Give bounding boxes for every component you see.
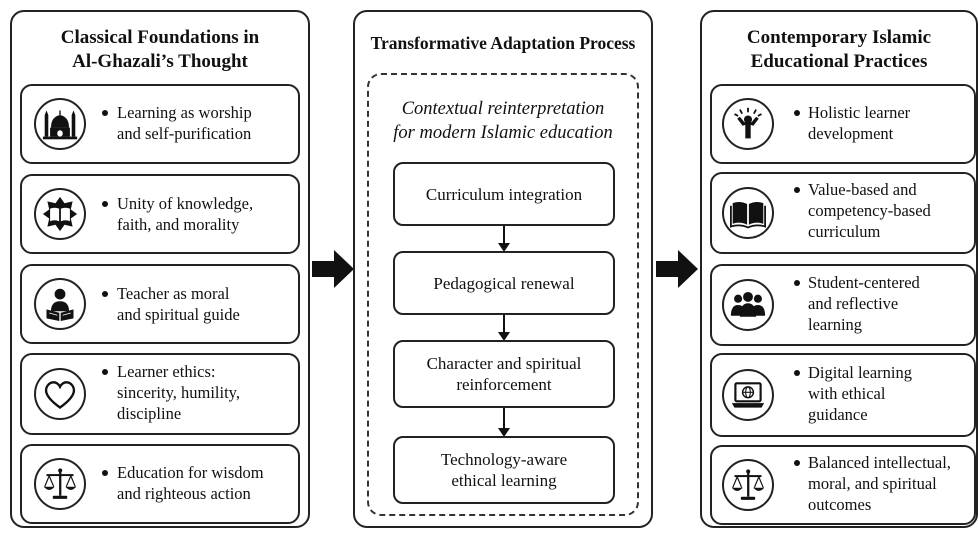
process-step: Technology-aware ethical learning bbox=[393, 436, 615, 504]
item-text-line: with ethical bbox=[808, 384, 886, 403]
item-text-line: learning bbox=[808, 315, 863, 334]
right-item-text: Balanced intellectual, moral, and spiritu… bbox=[808, 452, 951, 515]
left-panel: Classical Foundations in Al-Ghazali’s Th… bbox=[10, 10, 310, 528]
left-item-text: Education for wisdom and righteous action bbox=[117, 462, 264, 504]
item-text-line: Education for wisdom bbox=[117, 463, 264, 482]
item-text-line: Learner ethics: bbox=[117, 362, 216, 381]
left-panel-title: Classical Foundations in Al-Ghazali’s Th… bbox=[12, 26, 308, 74]
learner-growth-icon bbox=[722, 98, 774, 150]
bullet-dot bbox=[102, 110, 108, 116]
item-text-line: guidance bbox=[808, 405, 868, 424]
scales-icon bbox=[722, 459, 774, 511]
down-arrow-icon bbox=[498, 408, 510, 437]
middle-panel: Transformative Adaptation Process Contex… bbox=[353, 10, 653, 528]
left-item-text: Teacher as moral and spiritual guide bbox=[117, 283, 240, 325]
item-text-line: and spiritual guide bbox=[117, 305, 240, 324]
right-title-line-1: Contemporary Islamic bbox=[746, 27, 932, 48]
bullet-dot bbox=[794, 460, 800, 466]
right-item-card: Balanced intellectual, moral, and spiritu… bbox=[710, 445, 976, 525]
left-title-line-2: Al-Ghazali’s Thought bbox=[72, 51, 248, 72]
item-text-line: curriculum bbox=[808, 222, 881, 241]
process-step-text: Curriculum integration bbox=[426, 184, 582, 205]
bullet-dot bbox=[102, 470, 108, 476]
process-step-text: Technology-aware ethical learning bbox=[441, 449, 567, 491]
open-book-icon bbox=[34, 188, 86, 240]
laptop-globe-icon bbox=[722, 369, 774, 421]
item-text-line: Student-centered bbox=[808, 273, 920, 292]
item-text-line: Value-based and bbox=[808, 180, 917, 199]
right-item-text: Digital learning with ethical guidance bbox=[808, 362, 912, 425]
item-text-line: Unity of knowledge, bbox=[117, 194, 254, 213]
right-item-card: Holistic learner development bbox=[710, 84, 976, 164]
process-step: Pedagogical renewal bbox=[393, 251, 615, 315]
bullet-dot bbox=[794, 370, 800, 376]
right-arrow-icon bbox=[656, 250, 698, 288]
step-text-line: Curriculum integration bbox=[425, 184, 583, 204]
scales-icon bbox=[34, 458, 86, 510]
group-icon bbox=[722, 279, 774, 331]
left-item-text: Unity of knowledge, faith, and morality bbox=[117, 193, 253, 235]
right-panel-title: Contemporary Islamic Educational Practic… bbox=[702, 26, 976, 74]
item-text-line: discipline bbox=[117, 404, 182, 423]
item-text-line: Learning as worship bbox=[117, 103, 252, 122]
step-text-line: Pedagogical renewal bbox=[433, 273, 575, 293]
step-text-line: reinforcement bbox=[456, 375, 552, 394]
bullet-dot bbox=[102, 201, 108, 207]
item-text-line: Teacher as moral bbox=[117, 284, 230, 303]
right-panel: Contemporary Islamic Educational Practic… bbox=[700, 10, 978, 528]
process-step-text: Character and spiritual reinforcement bbox=[427, 353, 582, 395]
bullet-dot bbox=[794, 110, 800, 116]
right-item-card: Student-centered and reflective learning bbox=[710, 264, 976, 346]
item-text-line: sincerity, humility, bbox=[117, 383, 240, 402]
bullet-dot bbox=[794, 280, 800, 286]
adaptation-process-box: Contextual reinterpretation for modern I… bbox=[367, 73, 639, 516]
item-text-line: Holistic learner bbox=[808, 103, 911, 122]
item-text-line: faith, and morality bbox=[117, 215, 240, 234]
left-item-card: Learning as worship and self-purification bbox=[20, 84, 300, 164]
step-text-line: Technology-aware bbox=[440, 450, 568, 469]
item-text-line: competency-based bbox=[808, 201, 931, 220]
right-item-text: Value-based and competency-based curriculu… bbox=[808, 179, 931, 242]
bullet-dot bbox=[102, 291, 108, 297]
item-text-line: moral, and spiritual bbox=[808, 474, 937, 493]
right-item-text: Student-centered and reflective learning bbox=[808, 272, 920, 335]
down-arrow-icon bbox=[498, 226, 510, 252]
right-item-text: Holistic learner development bbox=[808, 102, 910, 144]
subtitle-line-2: for modern Islamic education bbox=[393, 123, 613, 143]
process-subtitle: Contextual reinterpretation for modern I… bbox=[369, 97, 637, 145]
item-text-line: and reflective bbox=[808, 294, 899, 313]
item-text-line: development bbox=[808, 124, 894, 143]
book-icon bbox=[722, 187, 774, 239]
process-step: Curriculum integration bbox=[393, 162, 615, 226]
item-text-line: outcomes bbox=[808, 495, 872, 514]
right-title-line-2: Educational Practices bbox=[750, 51, 928, 72]
step-text-line: ethical learning bbox=[451, 471, 557, 490]
left-item-card: Education for wisdom and righteous action bbox=[20, 444, 300, 524]
middle-panel-title: Transformative Adaptation Process bbox=[370, 33, 636, 53]
right-item-card: Digital learning with ethical guidance bbox=[710, 353, 976, 437]
left-item-card: Unity of knowledge, faith, and morality bbox=[20, 174, 300, 254]
teacher-reading-icon bbox=[34, 278, 86, 330]
left-item-text: Learning as worship and self-purification bbox=[117, 102, 252, 144]
left-item-card: Teacher as moral and spiritual guide bbox=[20, 264, 300, 344]
left-item-card: Learner ethics: sincerity, humility, disci… bbox=[20, 353, 300, 435]
left-item-text: Learner ethics: sincerity, humility, disci… bbox=[117, 361, 240, 424]
item-text-line: and righteous action bbox=[117, 484, 251, 503]
left-title-line-1: Classical Foundations in bbox=[60, 27, 260, 48]
heart-icon bbox=[34, 368, 86, 420]
down-arrow-icon bbox=[498, 315, 510, 341]
item-text-line: Digital learning bbox=[808, 363, 913, 382]
mosque-icon bbox=[34, 98, 86, 150]
process-step-text: Pedagogical renewal bbox=[433, 273, 574, 294]
right-item-card: Value-based and competency-based curriculu… bbox=[710, 172, 976, 254]
right-arrow-icon bbox=[312, 250, 354, 288]
step-text-line: Character and spiritual bbox=[426, 354, 582, 373]
process-step: Character and spiritual reinforcement bbox=[393, 340, 615, 408]
subtitle-line-1: Contextual reinterpretation bbox=[401, 99, 605, 119]
item-text-line: Balanced intellectual, bbox=[808, 453, 951, 472]
item-text-line: and self-purification bbox=[117, 124, 252, 143]
bullet-dot bbox=[794, 187, 800, 193]
bullet-dot bbox=[102, 369, 108, 375]
